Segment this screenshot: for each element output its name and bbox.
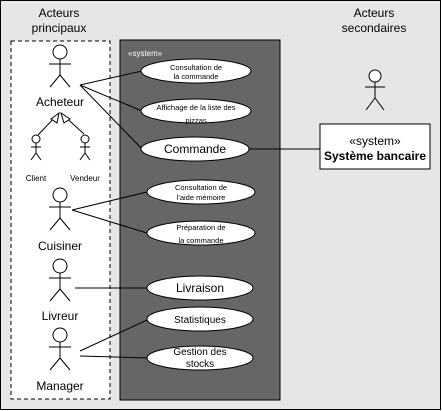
actor-manager: [49, 327, 71, 371]
use-case-statistiques: Statistiques: [146, 306, 254, 332]
use-case-commande: Commande: [140, 136, 250, 162]
assoc-acheteur-affichage: [79, 84, 143, 112]
use-case-consultation-aide-line2: l'aide mémoire: [177, 193, 226, 202]
assoc-acheteur-consultation: [79, 70, 143, 86]
associations: [37, 70, 320, 359]
use-case-preparation-commande-shape: [146, 220, 256, 246]
assoc-cuisinier-preparation: [71, 209, 148, 234]
secondary-actors-header-line1: Acteurs: [354, 6, 395, 20]
actor-vendeur: [79, 134, 91, 161]
use-case-consultation-commande-line1: Consultation de: [170, 63, 222, 72]
use-case-gestion-stocks-line1: Gestion des: [173, 347, 226, 358]
principal-actors-header-line2: principaux: [32, 21, 87, 35]
external-system-stereotype: «system»: [349, 134, 401, 148]
assoc-manager-stocks: [79, 355, 148, 359]
secondary-actors-header-line2: secondaires: [342, 21, 407, 35]
actor-acheteur-label: Acheteur: [36, 95, 84, 109]
actor-secondary-head: [368, 69, 382, 83]
use-case-affichage-pizzas-line2: pizzas: [185, 116, 207, 125]
use-case-affichage-pizzas: Affichage de la liste des pizzas: [140, 98, 252, 125]
use-case-statistiques-shape: [146, 306, 254, 332]
system-boundary-stereotype: «system»: [128, 49, 163, 58]
use-case-commande-shape: [140, 136, 250, 162]
principal-actors-header-line1: Acteurs: [39, 6, 80, 20]
use-case-consultation-aide-shape: [146, 179, 256, 205]
actor-vendeur-head: [80, 134, 90, 144]
use-case-preparation-commande-line2: la commande: [178, 236, 223, 245]
actor-client-label: Client: [26, 174, 47, 183]
use-case-consultation-commande: Consultation de la commande: [140, 58, 252, 84]
actor-vendeur-label: Vendeur: [70, 174, 100, 183]
actor-livreur: [49, 258, 71, 302]
actor-cuisinier: [49, 187, 71, 231]
use-case-livraison-shape: [146, 275, 254, 301]
use-case-livraison-label: Livraison: [176, 281, 224, 295]
actor-acheteur-head: [52, 44, 68, 60]
use-case-livraison: Livraison: [146, 275, 254, 301]
assoc-cuisinier-aide: [71, 191, 148, 211]
generalization-arrow-vendeur: [60, 111, 71, 124]
use-case-preparation-commande: Préparation de la commande: [146, 220, 256, 246]
external-system-bank-box: [319, 123, 431, 170]
actor-manager-head: [52, 327, 68, 343]
use-case-gestion-stocks-line2: stocks: [186, 359, 214, 370]
external-system-bank: «system» Système bancaire: [319, 123, 431, 170]
use-case-gestion-stocks-shape: [146, 345, 254, 371]
actor-secondary: [365, 69, 385, 111]
actor-acheteur: [49, 44, 71, 88]
use-case-statistiques-label: Statistiques: [174, 315, 226, 326]
use-case-consultation-commande-shape: [140, 58, 252, 84]
use-case-affichage-pizzas-line1: Affichage de la liste des: [156, 103, 235, 112]
assoc-acheteur-commande: [79, 84, 143, 150]
actor-livreur-label: Livreur: [42, 309, 79, 323]
assoc-manager-statistiques: [79, 319, 148, 352]
use-case-affichage-pizzas-shape: [140, 98, 252, 124]
actor-cuisinier-head: [52, 187, 68, 203]
use-case-consultation-commande-line2: la commande: [173, 72, 218, 81]
use-case-gestion-stocks: Gestion des stocks: [146, 345, 254, 371]
external-system-name: Système bancaire: [324, 149, 426, 163]
actor-client-head: [31, 134, 41, 144]
actor-livreur-head: [52, 258, 68, 274]
actor-client: [30, 134, 42, 161]
generalization-arrow-client: [50, 111, 60, 124]
actor-manager-label: Manager: [36, 379, 83, 393]
use-case-commande-label: Commande: [164, 142, 226, 156]
use-case-preparation-commande-line1: Préparation de: [176, 223, 225, 232]
actor-cuisinier-label: Cuisiner: [38, 239, 82, 253]
use-case-consultation-aide: Consultation de l'aide mémoire: [146, 179, 256, 205]
use-case-consultation-aide-line1: Consultation de: [175, 183, 227, 192]
